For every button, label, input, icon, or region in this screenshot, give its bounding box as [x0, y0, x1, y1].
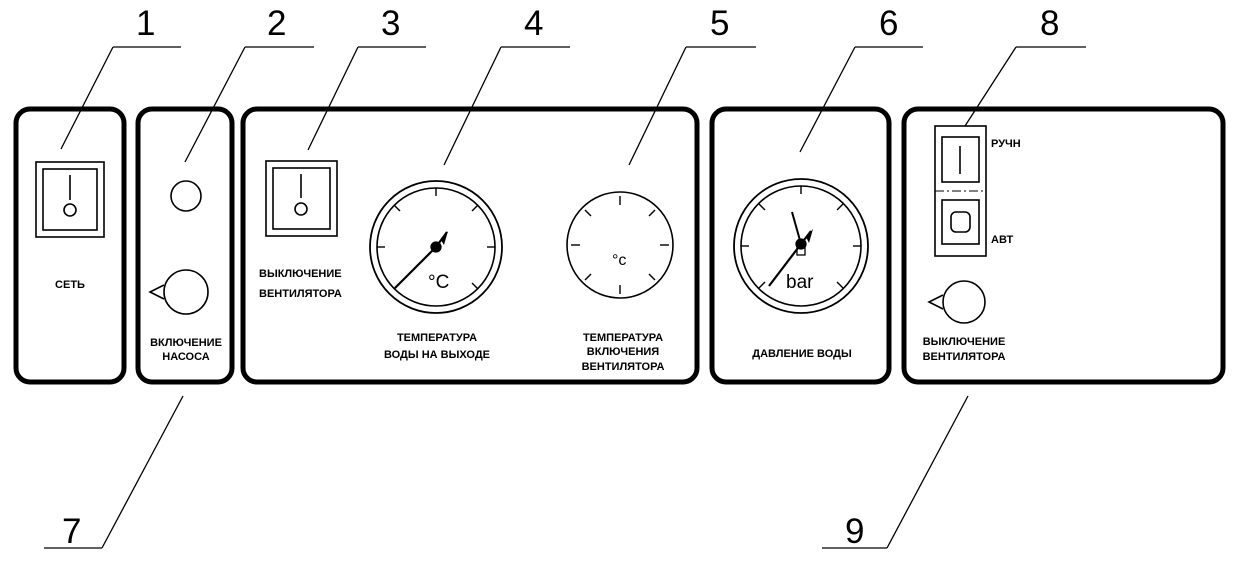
fan-off-rocker-switch[interactable] [265, 160, 338, 237]
callout-number-2: 2 [267, 4, 286, 43]
outlet-gauge-unit: °C [428, 272, 449, 293]
mains-label: СЕТЬ [55, 279, 85, 291]
pump-indicator-lamp [170, 180, 202, 212]
outlet-gauge-label-line2: ВОДЫ НА ВЫХОДЕ [384, 349, 490, 361]
mains-rocker-switch[interactable] [35, 161, 105, 238]
pump-knob[interactable] [148, 269, 209, 315]
pump-on-label-line1: ВКЛЮЧЕНИЕ [150, 337, 222, 349]
panel-outlines [13, 106, 1226, 385]
callout-9-leader [822, 395, 969, 549]
callout-7-leader [44, 395, 184, 549]
outlet-gauge-label-line1: ТЕМПЕРАТУРА [397, 332, 477, 344]
water-pressure-gauge [733, 178, 869, 314]
fan-dial-unit: °c [612, 252, 626, 269]
callout-number-8: 8 [1040, 4, 1059, 43]
callout-1-leader [60, 46, 181, 150]
fan-off-knob-label-line1: ВЫКЛЮЧЕНИЕ [923, 336, 1006, 348]
manual-auto-switch[interactable] [934, 125, 987, 257]
fan-off-knob-label-line2: ВЕНТИЛЯТОРА [923, 351, 1006, 363]
callout-4-leader [443, 46, 570, 166]
manual-mode-label: РУЧН [991, 138, 1021, 150]
pump-on-label-line2: НАСОСА [162, 351, 210, 363]
callout-number-9: 9 [845, 512, 864, 551]
fan-off-label-line2: ВЕНТИЛЯТОРА [259, 288, 342, 300]
callout-3-leader [307, 46, 426, 151]
callout-number-1: 1 [136, 4, 155, 43]
callout-8-leader [964, 46, 1086, 127]
callout-6-leader [799, 46, 923, 153]
fan-activation-temperature-dial[interactable] [566, 191, 674, 299]
callout-number-6: 6 [879, 4, 898, 43]
fan-off-label-line1: ВЫКЛЮЧЕНИЕ [259, 268, 342, 280]
outlet-water-temperature-gauge [369, 180, 503, 314]
callout-number-4: 4 [524, 4, 543, 43]
callout-2-leader [184, 46, 314, 163]
pressure-gauge-unit: bar [786, 272, 814, 293]
callout-number-3: 3 [381, 4, 400, 43]
fan-dial-label-line1: ТЕМПЕРАТУРА [583, 332, 663, 344]
fan-off-knob[interactable] [927, 280, 986, 324]
callout-number-5: 5 [710, 4, 729, 43]
pressure-gauge-label: ДАВЛЕНИЕ ВОДЫ [752, 348, 852, 360]
callout-number-7: 7 [62, 512, 81, 551]
fan-dial-label-line3: ВЕНТИЛЯТОРА [582, 361, 665, 373]
fan-dial-label-line2: ВКЛЮЧЕНИЯ [587, 346, 659, 358]
auto-mode-label: АВТ [991, 234, 1013, 246]
callout-numbers: 1 2 3 4 5 6 8 7 9 [62, 4, 1059, 551]
callout-5-leader [628, 46, 756, 166]
